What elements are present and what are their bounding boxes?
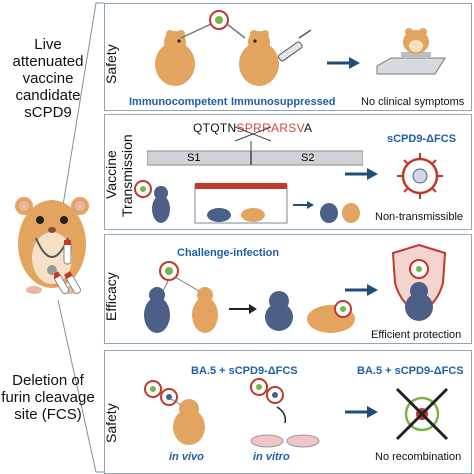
shield-icon	[391, 243, 447, 321]
result-arrow	[345, 168, 378, 180]
safety-recombination-label: Safety	[103, 403, 119, 443]
safety-panel-label: Safety	[103, 44, 119, 84]
vial-icon	[54, 240, 82, 295]
efficacy-panel: Efficacy Challenge-infection	[103, 234, 472, 344]
s1-label: S1	[187, 152, 201, 164]
cage-icon	[194, 183, 288, 224]
hamster-icon	[170, 398, 205, 445]
fcs-deletion-text: Deletion of furin cleavage site (FCS)	[1, 372, 95, 423]
transmission-panel: Vaccine Transmission QTQTNSPRRARSVA S1 S…	[103, 114, 472, 230]
petri-dish-icon	[250, 434, 320, 448]
safety-panel: Safety	[103, 3, 472, 111]
virus-icon	[159, 261, 179, 281]
no-recombination-text: No recombination	[375, 451, 462, 463]
fcs-deletion-label: Deletion of furin cleavage site (FCS)	[0, 372, 96, 423]
hamster-icon	[307, 300, 355, 333]
virus-icon	[134, 180, 152, 198]
efficacy-panel-label: Efficacy	[103, 272, 119, 321]
virus-icon	[397, 153, 443, 199]
transmission-cage-scene	[134, 180, 360, 224]
hamster-icon	[174, 276, 218, 333]
sequence-furin-site: SPRRARSV	[236, 121, 305, 135]
virus-icon	[144, 380, 178, 406]
immunocompetent-caption: Immunocompetent	[129, 96, 228, 108]
in-vivo-text: in vivo	[169, 451, 204, 463]
s2-label: S2	[301, 152, 315, 164]
virus-icon	[209, 10, 229, 30]
recombination-panel: Safety BA.5 + sCPD9-ΔFCS BA.5 + sCPD9-ΔF…	[103, 350, 472, 474]
result-arrow	[345, 406, 378, 418]
challenge-scene	[144, 261, 355, 333]
in-vitro-text: in vitro	[253, 451, 290, 463]
no-clinical-symptoms-text: No clinical symptoms	[361, 96, 465, 108]
vaccine-candidate-label: Live attenuated vaccine candidate sCPD9	[0, 36, 96, 121]
syringe-icon	[277, 29, 312, 62]
right-title: BA.5 + sCPD9-ΔFCS	[357, 365, 464, 377]
scale-icon	[376, 28, 446, 75]
hamster-icon	[226, 23, 279, 86]
vaccine-label: Vaccine	[103, 150, 119, 199]
spike-domain-diagram	[147, 126, 363, 166]
scpd9-dfcs-title: sCPD9-ΔFCS	[387, 133, 457, 145]
hamster-icon	[15, 197, 89, 294]
hamster-icon	[320, 203, 360, 223]
left-title: BA.5 + sCPD9-ΔFCS	[191, 365, 298, 377]
furin-site-sequence: QTQTNSPRRARSVA	[193, 121, 312, 135]
hamster-icon	[155, 23, 212, 86]
hamster-icon	[152, 186, 170, 223]
virus-icon	[395, 387, 449, 441]
challenge-infection-title: Challenge-infection	[177, 247, 280, 259]
virus-icon	[250, 378, 284, 404]
vaccine-candidate-text: Live attenuated vaccine candidate sCPD9	[12, 36, 84, 121]
sequence-suffix: A	[304, 121, 313, 135]
coinfection-scene	[144, 378, 320, 448]
result-arrow	[345, 284, 378, 296]
non-transmissible-text: Non-transmissible	[375, 211, 464, 223]
hamster-icon	[144, 278, 170, 333]
result-arrow	[327, 57, 360, 69]
hamster-icon	[265, 291, 293, 331]
immunized-hamsters	[155, 10, 312, 86]
immunosuppressed-caption: Immunosuppressed	[231, 96, 336, 108]
efficient-protection-text: Efficient protection	[371, 329, 462, 341]
sequence-prefix: QTQTN	[193, 121, 237, 135]
